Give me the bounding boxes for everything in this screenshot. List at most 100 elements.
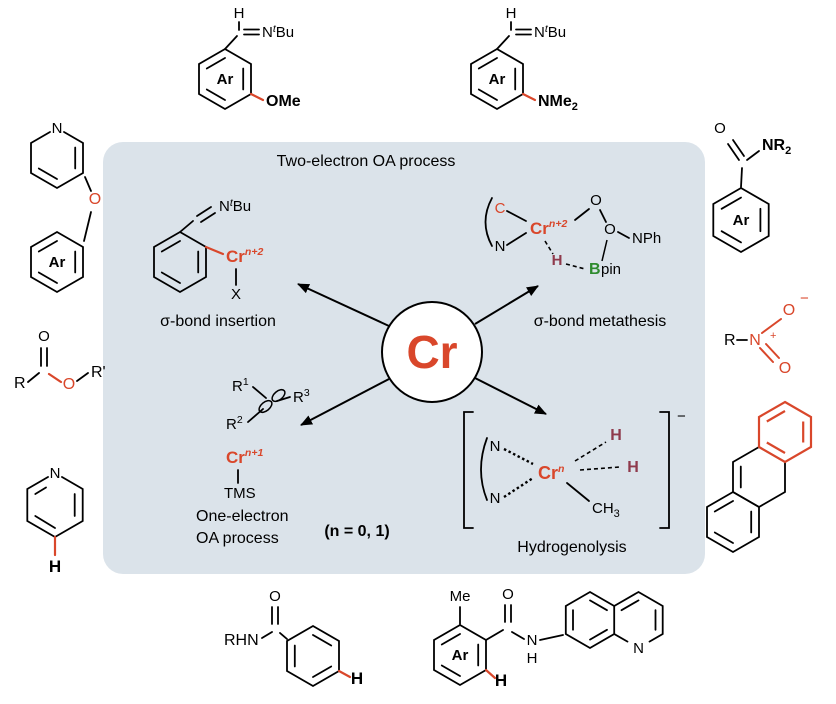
ester-highlight-bond	[47, 372, 63, 384]
anion-charge: −	[677, 408, 686, 425]
hydride-label: H	[552, 252, 563, 269]
benzene-ring	[286, 624, 340, 688]
carbon-label: C	[495, 200, 506, 217]
ch-highlight-bond	[484, 668, 497, 680]
o-bottom-label: O	[779, 360, 791, 377]
rhn-label: RHN	[224, 632, 259, 649]
n-label: N	[749, 332, 761, 349]
hydrogenolysis-label: Hydrogenolysis	[517, 539, 626, 556]
arrow-lower-right	[474, 377, 547, 415]
cr-c-bond	[204, 245, 225, 256]
pyridine-n-label: N	[50, 465, 61, 482]
n-cr-hash-2	[503, 476, 534, 499]
r3-label: R3	[293, 387, 310, 406]
r1-label: R1	[232, 376, 249, 395]
imine-nme2-bonds	[470, 21, 532, 111]
amide-n-label: N	[527, 632, 538, 649]
cr-label: Crn+1	[226, 447, 263, 467]
molecule-pyridine-ch: N H	[26, 465, 84, 576]
cr-ch3-bond	[566, 482, 590, 502]
n-values-note: (n = 0, 1)	[324, 523, 389, 540]
ntbu-label: NtBu	[534, 23, 566, 41]
n-cr-hash-1	[503, 447, 534, 466]
ar-label: Ar	[733, 212, 750, 229]
pyridine-ring	[30, 131, 84, 190]
carbonyl-o-label: O	[502, 586, 514, 603]
hydride-2-label: H	[627, 459, 639, 476]
sigma-bond-insertion: NtBu Crn+2 X σ-bond insertion	[153, 197, 276, 330]
ch-h-label: H	[49, 557, 61, 576]
right-bracket	[659, 411, 670, 529]
molecule-nitro: R N + O − O	[724, 290, 809, 377]
ester-bonds	[27, 347, 89, 383]
hydrogenolysis: − N N Crn H H CH3 Hydrogenolysis	[463, 408, 686, 556]
ntbu-label: NtBu	[219, 197, 251, 215]
x-ligand-label: X	[231, 286, 241, 303]
molecule-aryl-amide: O NR2 Ar	[712, 120, 791, 254]
anthracene-black-rings	[706, 445, 786, 554]
r2-label: R2	[226, 414, 243, 433]
nme2-highlight-bond	[521, 92, 537, 102]
me-label: Me	[450, 588, 471, 605]
left-bracket	[463, 411, 474, 529]
insertion-label: σ-bond insertion	[160, 313, 276, 330]
chelate-arc	[480, 437, 488, 501]
pyridine-bonds	[26, 476, 84, 539]
n2-label: N	[490, 490, 501, 507]
cr-h-dash	[544, 240, 554, 255]
nr2-label: NR2	[762, 137, 791, 157]
aryl-ring	[712, 186, 770, 254]
amide-nh-label: H	[527, 650, 538, 667]
nitro-bonds	[759, 318, 782, 363]
nitrogen-label: N	[495, 238, 506, 255]
ch-h-label: H	[495, 671, 507, 690]
o2-label: O	[604, 221, 616, 238]
plus-charge: +	[770, 330, 776, 342]
molecule-imine-ome: H NtBu Ar OMe	[198, 5, 301, 111]
cr-label: Crn+2	[226, 246, 263, 266]
ome-highlight-bond	[249, 92, 265, 102]
nme2-label: NMe2	[538, 93, 578, 113]
cr-symbol: Cr	[406, 326, 457, 378]
anthracene-highlight-ring	[757, 400, 813, 464]
carbonyl-o-label: O	[38, 328, 50, 345]
pyridyl-ether-bonds	[30, 131, 92, 294]
quinoline-amide-bonds	[433, 590, 664, 687]
molecule-imine-nme2: H NtBu Ar NMe2	[470, 5, 578, 113]
b-o-bond	[601, 239, 608, 262]
one-electron-oa: R1 R2 R3 Crn+1 TMS One-electron OA proce…	[196, 376, 310, 547]
benzene-ring	[198, 47, 252, 111]
r-prime-label: R'	[91, 364, 106, 381]
molecule-quinoline-amide: Me Ar O N H N H	[433, 586, 664, 690]
one-electron-label-1: One-electron	[196, 508, 289, 525]
quinoline-pyridine-ring	[613, 590, 664, 643]
minus-charge: −	[800, 290, 809, 307]
aryl-ring	[30, 230, 84, 294]
carbonyl-o-label: O	[714, 120, 726, 137]
benzene-ring	[470, 47, 524, 111]
molecule-ester: R O O R'	[14, 328, 106, 393]
arrow-upper-left	[297, 283, 390, 327]
one-electron-label-2: OA process	[196, 530, 279, 547]
central-chromium: Cr	[381, 301, 483, 403]
arrow-upper-right	[474, 285, 539, 325]
metathesis-bonds	[506, 208, 630, 246]
molecule-anthracene	[706, 400, 813, 554]
mechanism-arrows	[297, 283, 547, 426]
cr-h-dash-1	[574, 441, 607, 462]
ar-label: Ar	[49, 254, 66, 271]
o-top-label: O	[783, 302, 795, 319]
quinoline-n-label: N	[633, 640, 644, 657]
pin-label: pin	[601, 261, 621, 278]
ether-o-label: O	[89, 191, 101, 208]
o1-label: O	[590, 192, 602, 209]
ch-highlight-bond	[337, 669, 352, 679]
ntbu-label: NtBu	[262, 23, 294, 41]
ar-label: Ar	[217, 71, 234, 88]
amide-ch-bonds	[261, 606, 340, 688]
aryl-amide-bonds	[712, 139, 770, 254]
pyridine-n-label: N	[52, 120, 63, 137]
ch-h-label: H	[351, 669, 363, 688]
